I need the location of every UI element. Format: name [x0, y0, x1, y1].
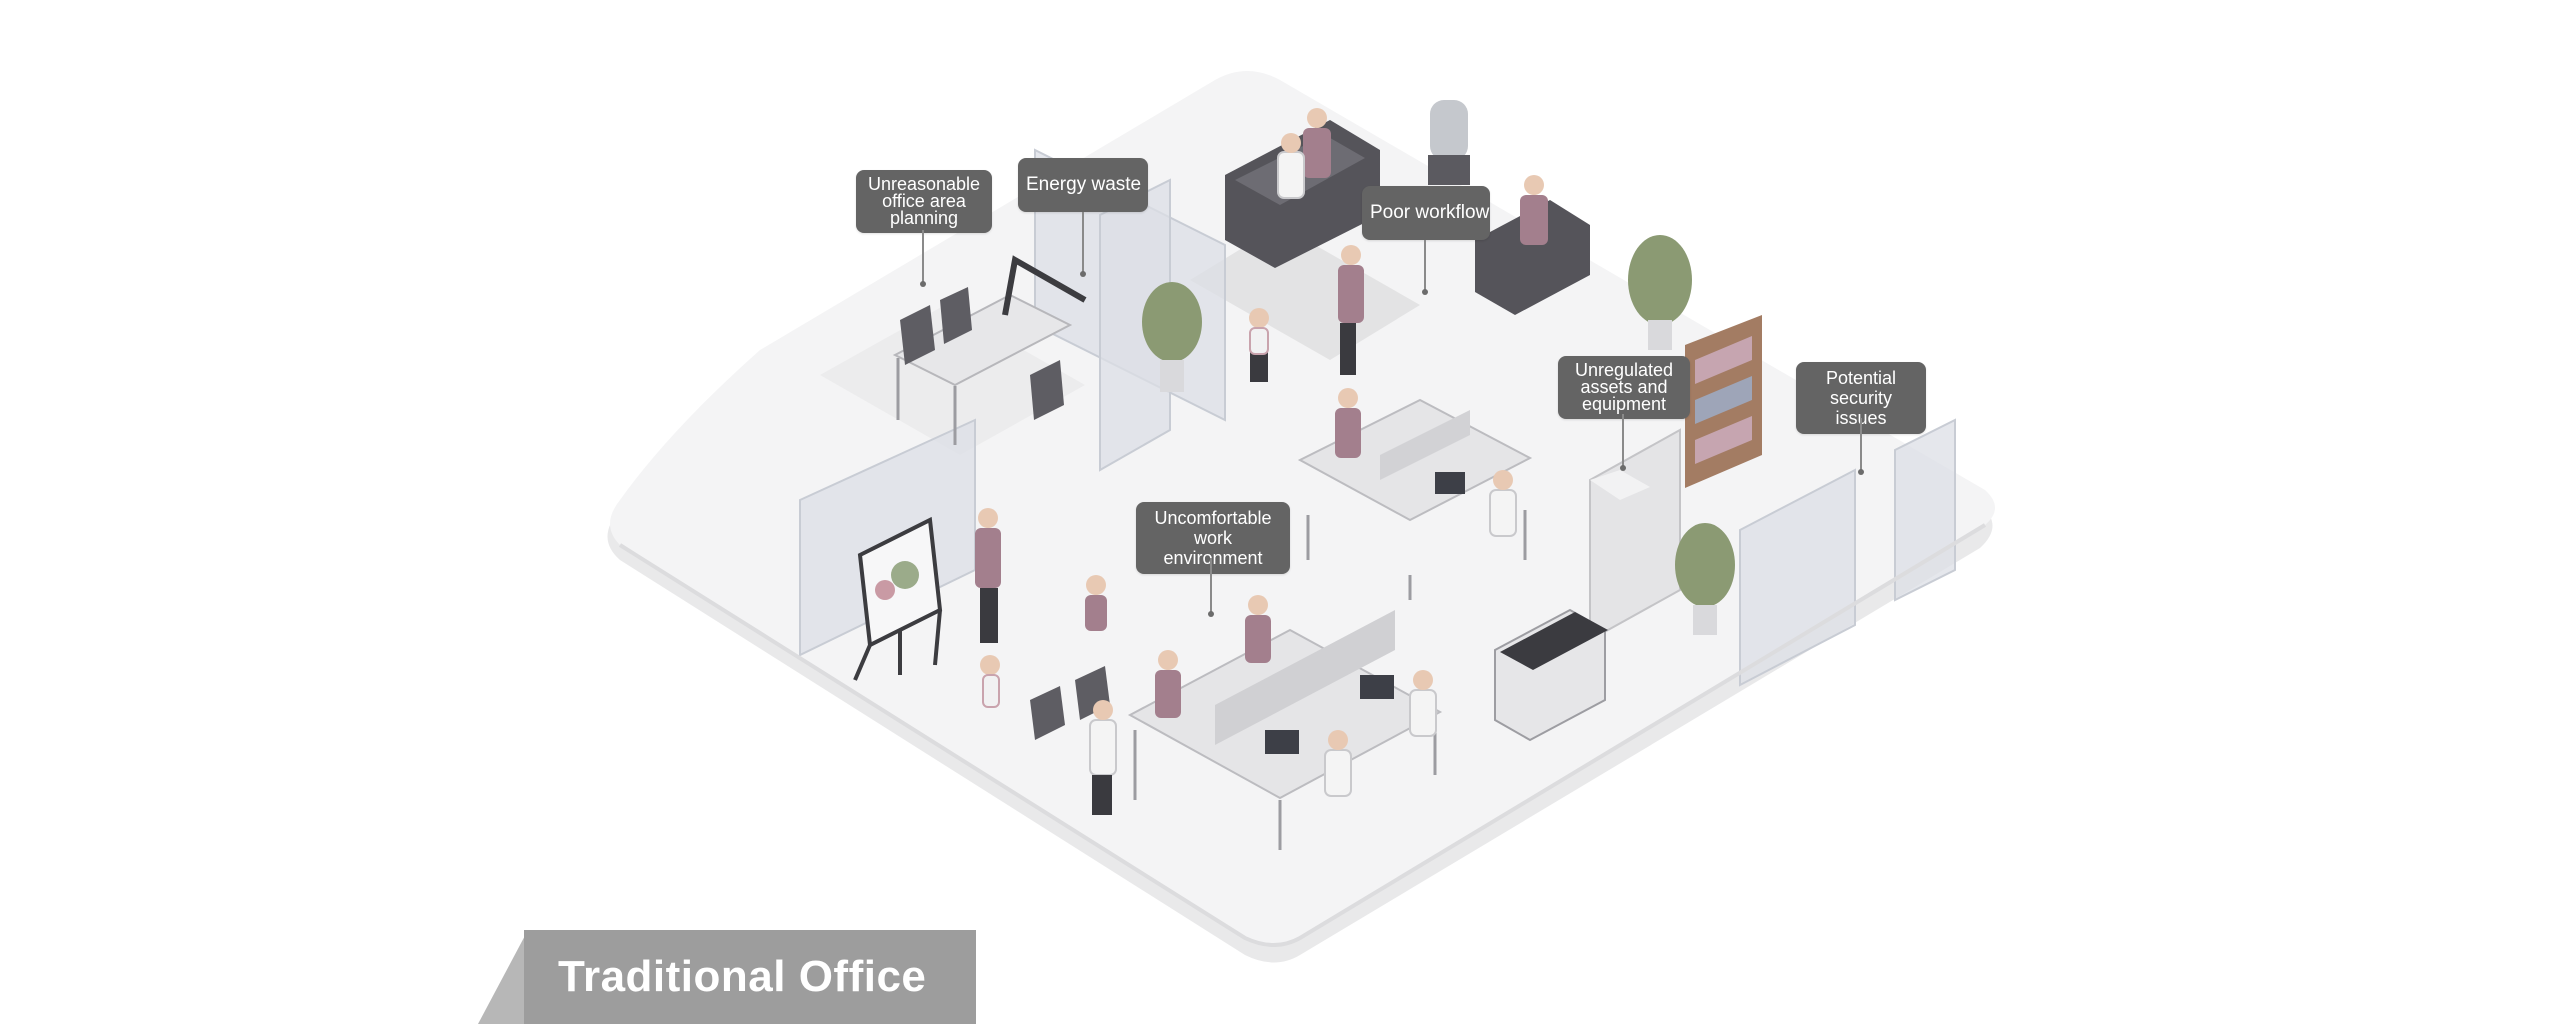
- plant: [1142, 235, 1735, 635]
- leader-line: [1208, 558, 1214, 617]
- whiteboard: [853, 516, 943, 681]
- people: [975, 108, 1548, 815]
- title-banner: Traditional Office: [478, 930, 976, 1024]
- callout-energy-waste: Energy waste: [1018, 158, 1148, 212]
- desk-cluster-middle: [1297, 398, 1533, 600]
- leader-line: [1080, 212, 1086, 277]
- leader-line: [1422, 240, 1428, 295]
- callout-area-planning: Unreasonable office area planning: [856, 170, 992, 233]
- printer: [1494, 608, 1608, 742]
- rug: [1190, 225, 1420, 360]
- callout-unregulated-assets: Unregulated assets and equipment: [1558, 356, 1690, 419]
- desk-cluster-bottom: [1030, 610, 1443, 850]
- filing-cabinets: [1589, 428, 1681, 642]
- callout-poor-workflow: Poor workflow: [1362, 186, 1490, 240]
- leader-line: [1620, 414, 1626, 471]
- leader-line: [920, 230, 926, 287]
- sofa-right: [1475, 200, 1590, 315]
- bookshelf: [1685, 315, 1762, 488]
- page-title: Traditional Office: [558, 952, 927, 1001]
- water-cooler: [1428, 100, 1470, 185]
- callout-environment: Uncomfortable work environment: [1136, 502, 1290, 574]
- leader-line: [1858, 418, 1864, 475]
- floor-outline: [618, 523, 1987, 947]
- desk-top-left: [892, 255, 1087, 445]
